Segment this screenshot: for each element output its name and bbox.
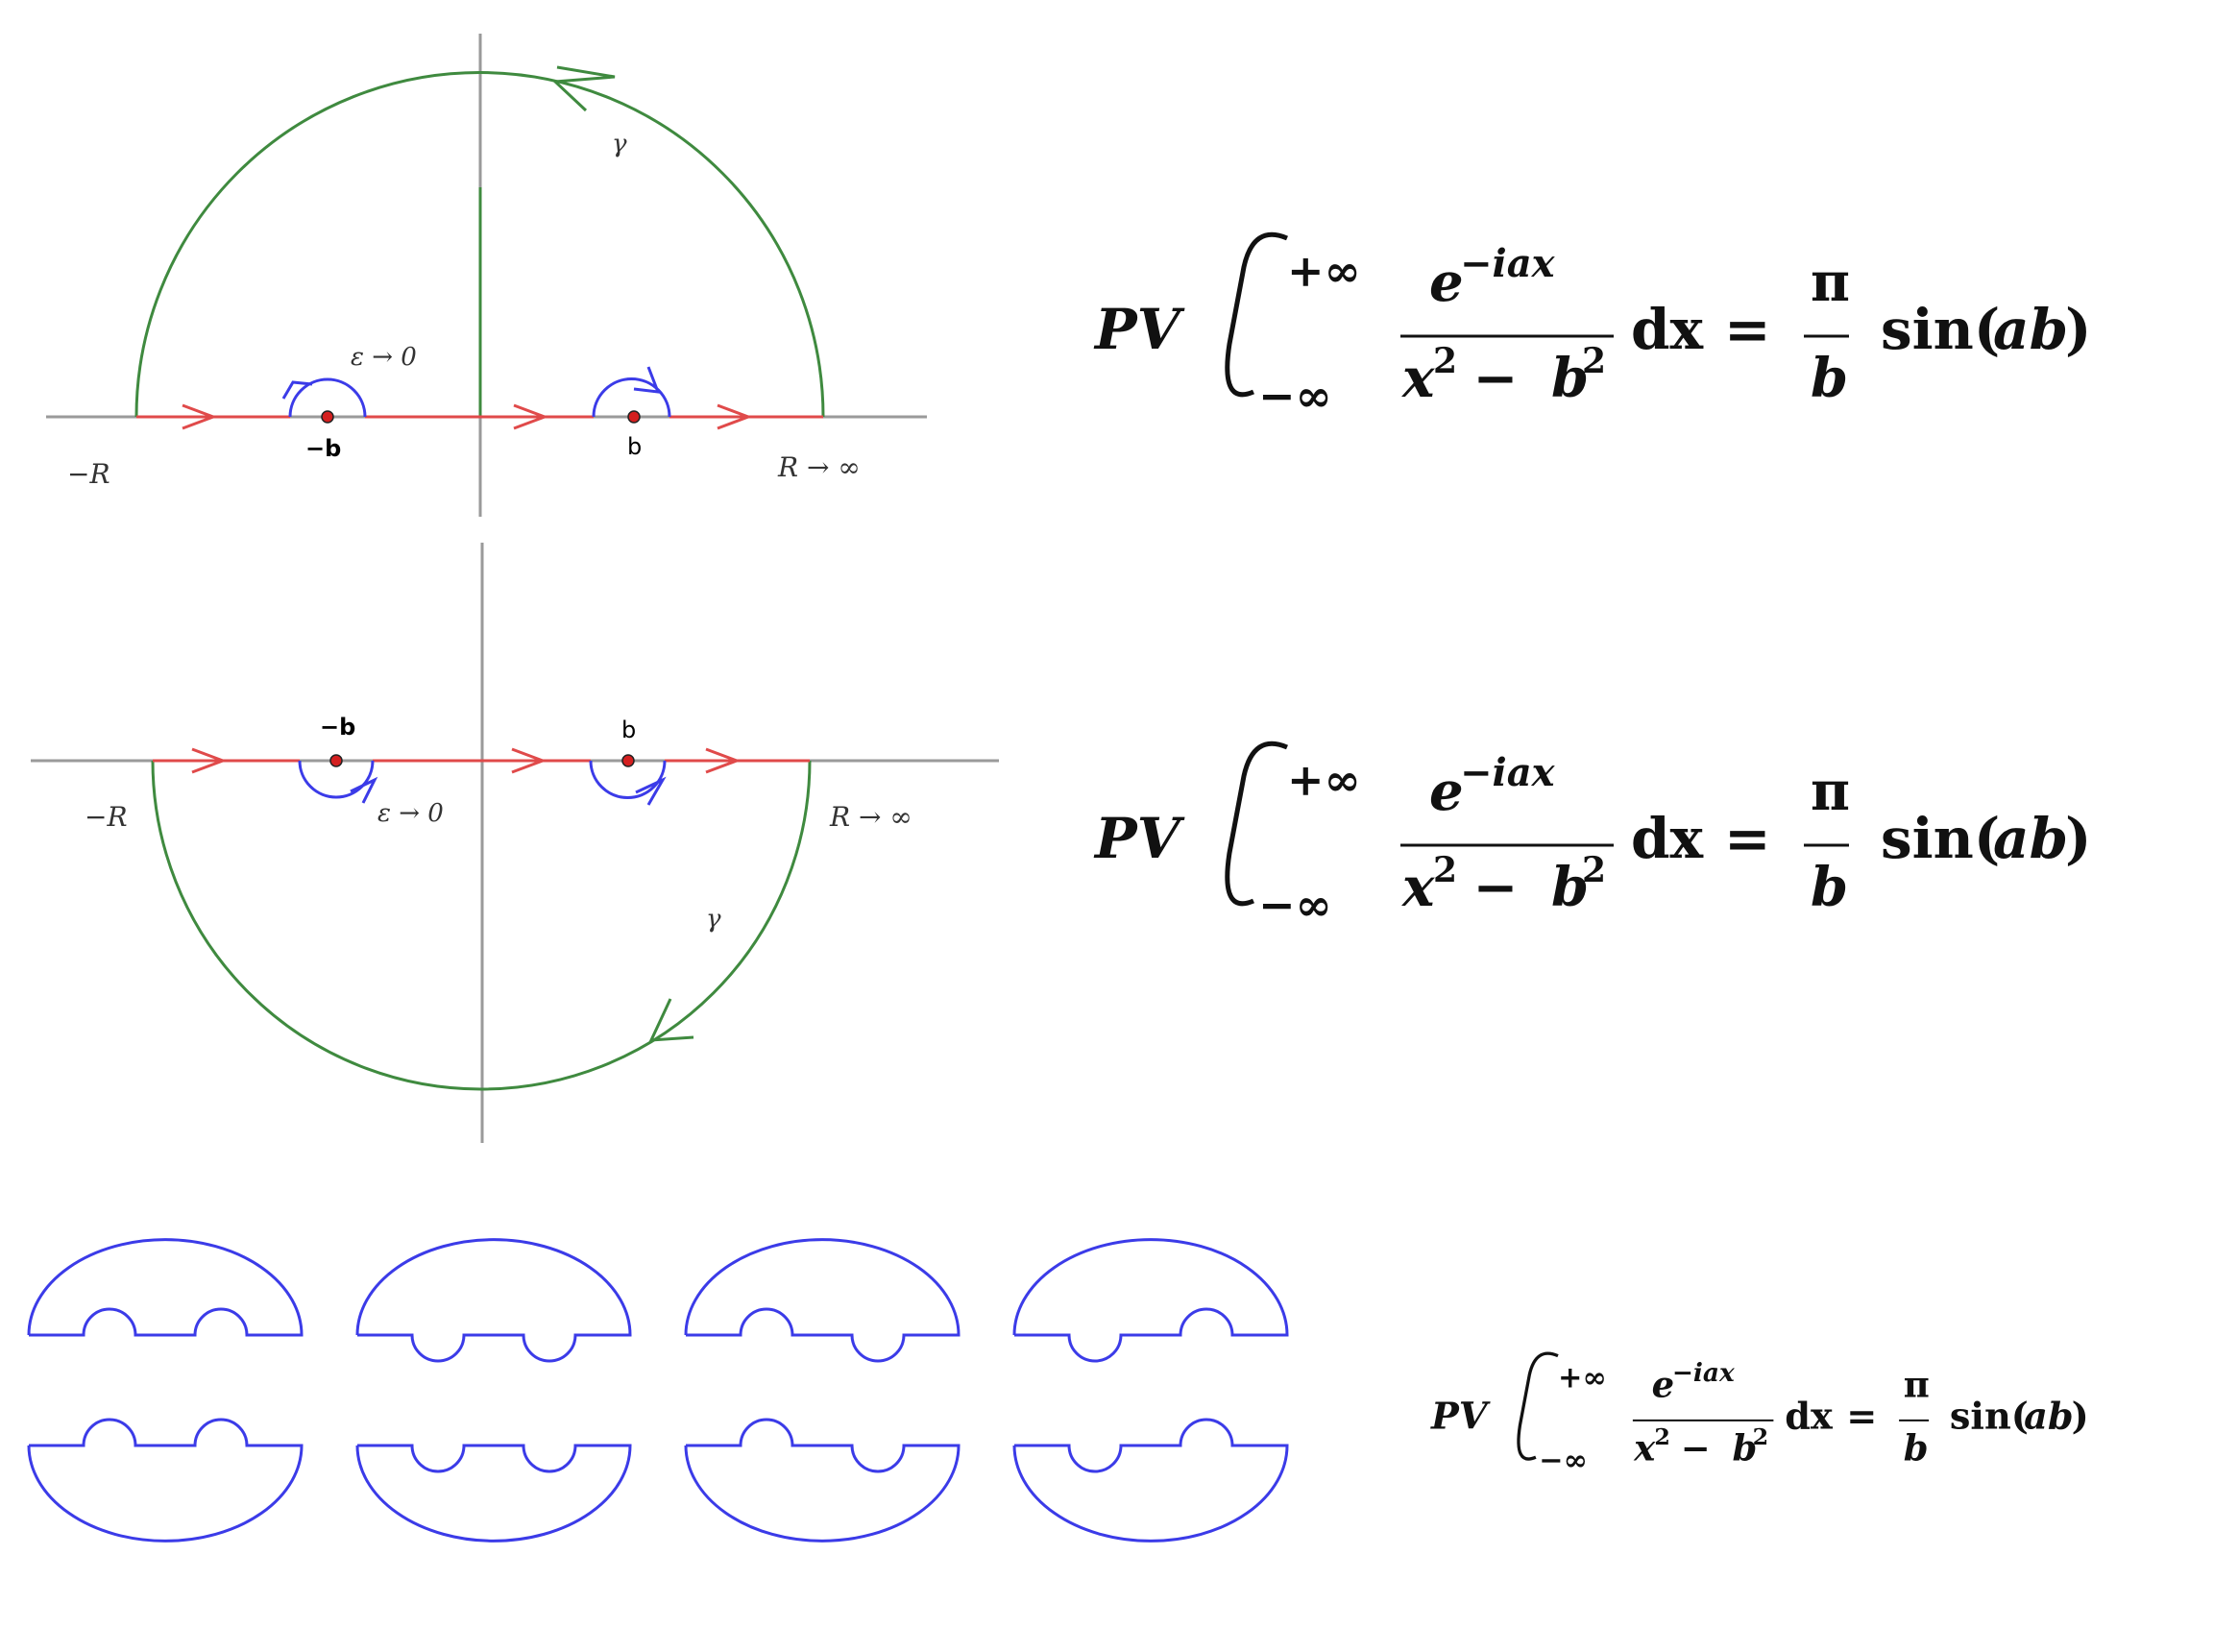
equation-bottom: PV +∞ −∞ e −iax x 2 − b 2 dx = π b sin( … xyxy=(1430,1351,2089,1477)
eq-pi: π xyxy=(1811,760,1850,823)
eq-integral-sign xyxy=(1517,1351,1559,1461)
eq-denominator-b: b xyxy=(1551,856,1589,919)
diagram-top: −b b −R R → ∞ ε → 0 γ xyxy=(46,34,927,517)
real-axis-segments xyxy=(153,747,810,774)
eq-numerator-base: e xyxy=(1652,1364,1675,1406)
eq-denominator-b-sq: 2 xyxy=(1753,1423,1769,1450)
eq-pv: PV xyxy=(1093,806,1185,871)
eq-integral-sign xyxy=(1225,231,1288,398)
eq-denominator-minus: − xyxy=(1454,347,1537,410)
eq-denominator-x-sq: 2 xyxy=(1433,341,1457,381)
eq-denominator-b: b xyxy=(1733,1427,1758,1470)
pole-pos-b xyxy=(627,410,641,424)
eq-close-paren: ) xyxy=(2065,297,2091,362)
label-neg-R: −R xyxy=(85,801,128,833)
eq-upper-limit: +∞ xyxy=(1287,245,1361,297)
eq-ab: ab xyxy=(1993,297,2068,362)
indent-neg-b xyxy=(288,377,367,418)
eq-close-paren: ) xyxy=(2072,1396,2089,1439)
contour-variant-6 xyxy=(355,1444,632,1543)
eq-denominator-x: x xyxy=(1633,1427,1656,1470)
eq-sin: sin( xyxy=(1950,1396,2029,1439)
eq-pi: π xyxy=(1904,1364,1930,1406)
eq-upper-limit: +∞ xyxy=(1287,754,1361,806)
eq-denominator-minus: − xyxy=(1668,1427,1723,1470)
label-neg-b: −b xyxy=(320,714,355,741)
eq-pi: π xyxy=(1811,251,1850,314)
contour-variant-3 xyxy=(684,1238,961,1363)
indent-neg-b-arrow xyxy=(281,380,313,400)
pole-neg-b xyxy=(329,754,343,767)
equation-top: PV +∞ −∞ e −iax x 2 − b 2 dx = π b sin( … xyxy=(1093,231,2091,422)
eq-numerator-exponent: −iax xyxy=(1460,750,1556,795)
contour-variant-2 xyxy=(355,1238,632,1363)
eq-denominator-minus: − xyxy=(1454,856,1537,919)
large-semicircle-contour xyxy=(134,70,825,418)
eq-denominator-b-sq: 2 xyxy=(1582,341,1606,381)
eq-sin: sin( xyxy=(1881,297,2000,362)
indent-pos-b-arrow xyxy=(633,366,661,394)
contour-direction-arrow xyxy=(551,65,616,112)
contour-variant-5 xyxy=(27,1418,304,1543)
real-axis-segments xyxy=(136,403,823,430)
eq-integral-sign xyxy=(1225,741,1288,907)
eq-numerator-base: e xyxy=(1429,251,1464,314)
eq-denominator-b-sq: 2 xyxy=(1582,850,1606,890)
eq-close-paren: ) xyxy=(2065,806,2091,871)
eq-ab: ab xyxy=(1993,806,2068,871)
contour-variant-8 xyxy=(1012,1418,1289,1543)
eq-ab: ab xyxy=(2024,1396,2074,1439)
contour-direction-arrow xyxy=(648,998,694,1042)
label-gamma: γ xyxy=(706,905,721,934)
eq-numerator-exponent: −iax xyxy=(1460,241,1556,286)
eq-equals: = xyxy=(1724,297,1771,362)
eq-numerator-exponent: −iax xyxy=(1672,1358,1735,1388)
indent-neg-b-arrow xyxy=(350,776,378,804)
eq-denominator-x: x xyxy=(1401,856,1435,919)
equation-middle: PV +∞ −∞ e −iax x 2 − b 2 dx = π b sin( … xyxy=(1093,741,2091,931)
eq-sin: sin( xyxy=(1881,806,2000,871)
eq-rhs-b: b xyxy=(1811,347,1848,410)
eq-rhs-b: b xyxy=(1811,856,1848,919)
eq-lower-limit: −∞ xyxy=(1258,370,1332,422)
eq-equals: = xyxy=(1724,806,1771,871)
indent-neg-b xyxy=(298,760,375,799)
pole-neg-b xyxy=(321,410,334,424)
eq-denominator-x-sq: 2 xyxy=(1654,1423,1670,1450)
contour-variants-grid xyxy=(27,1238,1289,1543)
eq-dx: dx xyxy=(1785,1396,1834,1439)
contour-variant-1 xyxy=(27,1238,304,1337)
eq-equals: = xyxy=(1846,1396,1877,1439)
eq-dx: dx xyxy=(1631,297,1704,362)
eq-dx: dx xyxy=(1631,806,1704,871)
indent-pos-b xyxy=(592,377,671,418)
label-gamma: γ xyxy=(612,130,627,158)
label-epsilon: ε → 0 xyxy=(351,343,417,372)
label-R-infinity: R → ∞ xyxy=(829,801,912,833)
indent-pos-b-arrow xyxy=(635,776,667,806)
indent-pos-b xyxy=(589,760,667,799)
label-neg-R: −R xyxy=(67,458,110,490)
eq-numerator-base: e xyxy=(1429,760,1464,823)
label-R-infinity: R → ∞ xyxy=(777,451,861,483)
pole-pos-b xyxy=(621,754,635,767)
eq-pv: PV xyxy=(1430,1396,1491,1439)
label-neg-b: −b xyxy=(305,435,341,462)
label-pos-b: b xyxy=(627,433,642,460)
label-epsilon: ε → 0 xyxy=(377,799,444,828)
eq-upper-limit: +∞ xyxy=(1558,1361,1607,1396)
contour-variant-7 xyxy=(684,1418,961,1543)
eq-denominator-x: x xyxy=(1401,347,1435,410)
diagram-middle: −b b −R R → ∞ ε → 0 γ xyxy=(31,543,999,1143)
large-semicircle-contour xyxy=(151,760,812,1091)
label-pos-b: b xyxy=(621,717,636,743)
eq-rhs-b: b xyxy=(1904,1427,1929,1470)
eq-denominator-b: b xyxy=(1551,347,1589,410)
eq-pv: PV xyxy=(1093,297,1185,362)
eq-lower-limit: −∞ xyxy=(1258,879,1332,931)
eq-denominator-x-sq: 2 xyxy=(1433,850,1457,890)
eq-lower-limit: −∞ xyxy=(1539,1443,1588,1477)
contour-variant-4 xyxy=(1012,1238,1289,1363)
